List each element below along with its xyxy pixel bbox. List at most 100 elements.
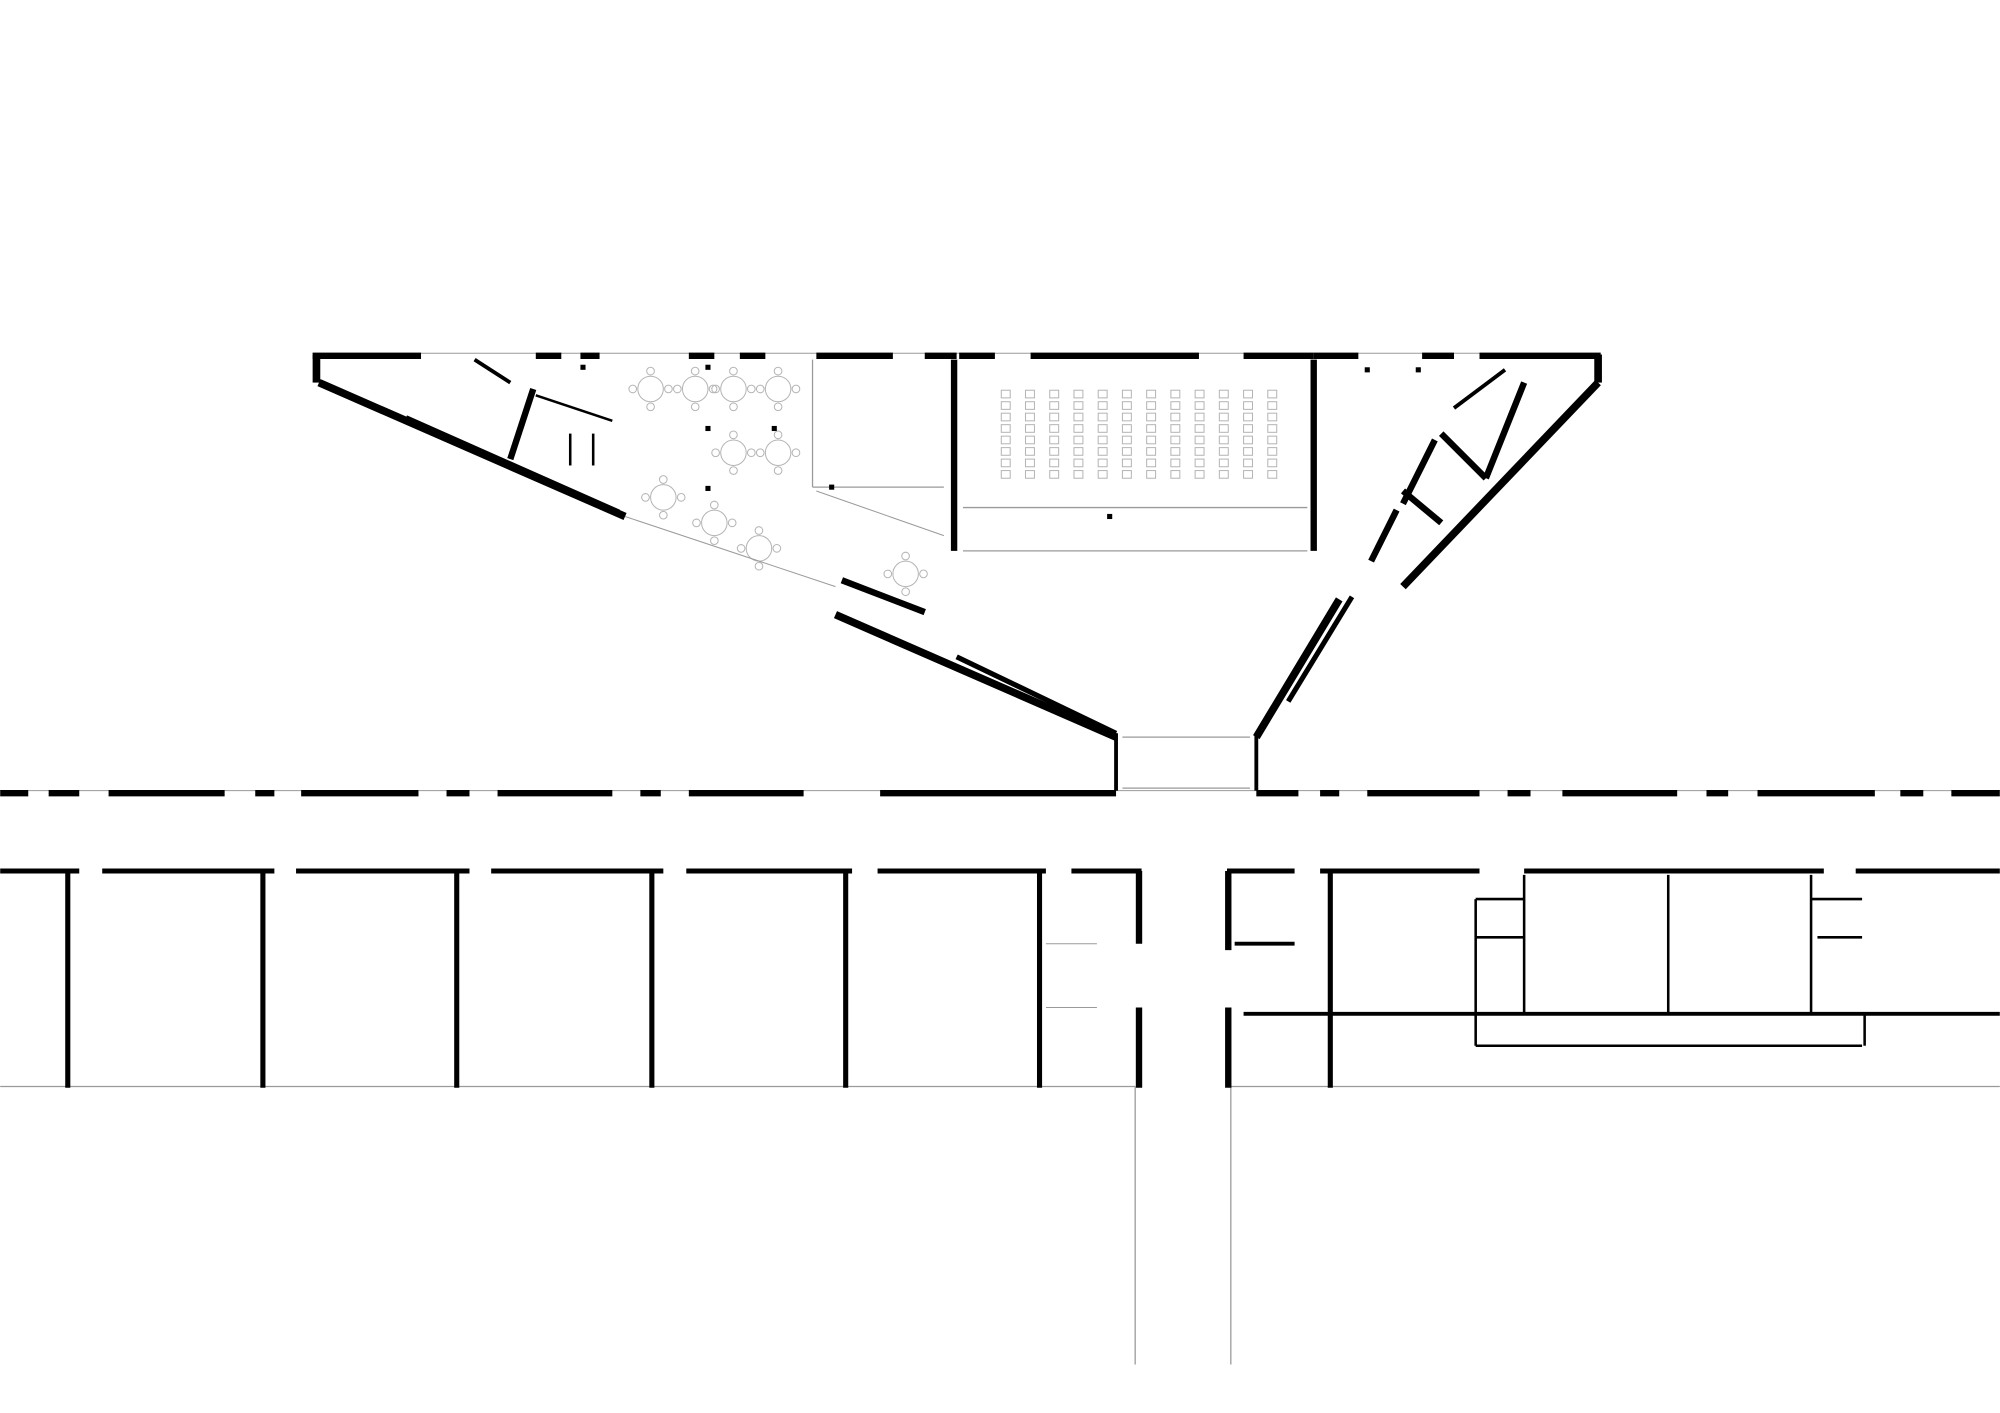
table-seat (773, 402, 783, 412)
auditorium-seat (1024, 389, 1035, 399)
interior-wall (1482, 381, 1528, 480)
exterior-wall (833, 611, 1118, 741)
table-seat (701, 509, 728, 537)
auditorium-seat (1267, 424, 1278, 433)
table-seat (646, 366, 655, 376)
auditorium-seat (1267, 389, 1278, 399)
auditorium-seat (1243, 470, 1254, 479)
auditorium-seat (1218, 435, 1229, 445)
auditorium-seat (1146, 470, 1157, 479)
table-seat (901, 551, 910, 561)
auditorium-seat (1049, 447, 1060, 456)
auditorium-seat (1121, 447, 1132, 456)
auditorium-seat (1000, 389, 1011, 399)
auditorium-seat (1146, 435, 1157, 445)
auditorium-seat (1097, 447, 1108, 456)
auditorium-seat (1243, 447, 1254, 456)
auditorium-seat (1049, 389, 1060, 399)
auditorium-seat (1121, 458, 1132, 468)
column (1415, 367, 1421, 373)
auditorium-seat (1024, 412, 1035, 422)
table-seat (659, 510, 668, 520)
auditorium-seat (1194, 401, 1205, 410)
auditorium-seat (1170, 458, 1181, 468)
auditorium-seat (1097, 458, 1108, 468)
auditorium-seat (1000, 458, 1011, 468)
auditorium-seat (1073, 424, 1084, 433)
table-seat (772, 544, 782, 553)
auditorium-seat (1243, 401, 1254, 410)
auditorium-seat (1000, 424, 1011, 433)
table-seat (791, 384, 801, 394)
table-seat (690, 402, 700, 412)
auditorium-seat (1243, 412, 1254, 422)
auditorium-seat (1170, 401, 1181, 410)
auditorium-seat (1218, 458, 1229, 468)
auditorium-seat (1243, 458, 1254, 468)
auditorium-seat (1121, 389, 1132, 399)
auditorium-seat (1243, 435, 1254, 445)
column (771, 425, 777, 432)
auditorium-seat (1194, 389, 1205, 399)
table-seat (628, 384, 638, 394)
auditorium-seat (1024, 435, 1035, 445)
column (705, 364, 711, 370)
auditorium-seat (1049, 412, 1060, 422)
auditorium-seat (1218, 470, 1229, 479)
walls (0, 352, 2000, 1088)
auditorium-seat (1024, 424, 1035, 433)
table-seat (892, 560, 919, 588)
table-seat (690, 366, 700, 376)
auditorium-seat (1049, 424, 1060, 433)
auditorium-seat (1194, 458, 1205, 468)
table-seat (720, 439, 747, 466)
auditorium-seat (1267, 435, 1278, 445)
column (829, 484, 835, 490)
auditorium-seat (1024, 458, 1035, 468)
glazing-line (624, 516, 836, 588)
table-seat (710, 536, 719, 546)
auditorium-seat (1073, 412, 1084, 422)
auditorium-seat (1000, 447, 1011, 456)
auditorium-seat (1073, 401, 1084, 410)
auditorium-seat (1073, 435, 1084, 445)
auditorium-seat (1097, 412, 1108, 422)
table-seat (709, 500, 719, 510)
table-seat (746, 448, 756, 458)
table-seat (736, 544, 746, 553)
interior-wall (473, 358, 512, 385)
table-seat (746, 384, 756, 394)
auditorium-seat (1073, 389, 1084, 399)
auditorium-seat (1218, 401, 1229, 410)
table-seat (754, 561, 764, 571)
exterior-wall (1253, 597, 1343, 740)
thin-lines (0, 352, 2000, 1365)
auditorium-seat (1267, 401, 1278, 410)
auditorium-seat (1170, 447, 1181, 456)
auditorium-seat (1073, 458, 1084, 468)
column (705, 425, 711, 432)
auditorium-seat (1097, 424, 1108, 433)
table-seat (754, 526, 764, 535)
interior-wall (1438, 431, 1489, 481)
auditorium-seat (1218, 389, 1229, 399)
auditorium-seat (1243, 389, 1254, 399)
auditorium-seat (1146, 447, 1157, 456)
auditorium-seat (1121, 401, 1132, 410)
table-seat (676, 493, 686, 502)
auditorium-seat (1267, 470, 1278, 479)
auditorium-seat (1121, 412, 1132, 422)
interior-wall (1286, 595, 1355, 703)
auditorium-seat (1000, 435, 1011, 445)
table-seat (681, 375, 709, 403)
table-seat (729, 402, 738, 412)
interior-wall (404, 415, 620, 516)
table-seat (646, 402, 655, 412)
auditorium-seat (1097, 435, 1108, 445)
table-seat (637, 375, 664, 403)
auditorium-seat (1121, 435, 1132, 445)
auditorium-seat (1146, 401, 1157, 410)
auditorium-seat (1073, 470, 1084, 479)
auditorium-seat (1000, 470, 1011, 479)
table-seat (658, 475, 668, 484)
